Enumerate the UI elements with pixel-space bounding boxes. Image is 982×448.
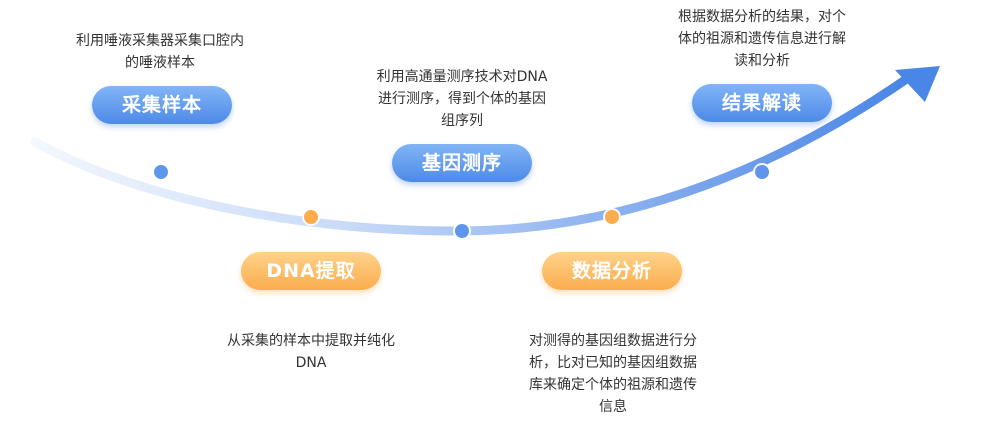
step-4-description: 对测得的基因组数据进行分 析，比对已知的基因组数据 库来确定个体的祖源和遗传 信… — [529, 333, 697, 415]
step-4-label: 数据分析 — [542, 252, 682, 290]
step-node-3 — [453, 222, 471, 240]
step-node-4 — [603, 208, 621, 226]
step-1-description: 利用唾液采集器采集口腔内 的唾液样本 — [76, 33, 244, 71]
step-node-1 — [152, 163, 170, 181]
step-2-description: 从采集的样本中提取并纯化 DNA — [227, 333, 395, 371]
step-3-description: 利用高通量测序技术对DNA 进行测序，得到个体的基因 组序列 — [376, 69, 548, 129]
arrow-head-icon — [895, 66, 940, 102]
step-node-5 — [753, 163, 771, 181]
step-node-2 — [302, 208, 320, 226]
step-5-label: 结果解读 — [692, 84, 832, 122]
step-1-label: 采集样本 — [92, 86, 232, 124]
step-3-label: 基因测序 — [392, 144, 532, 182]
step-2-label: DNA提取 — [241, 252, 381, 290]
step-5-description: 根据数据分析的结果，对个 体的祖源和遗传信息进行解 读和分析 — [678, 9, 846, 69]
